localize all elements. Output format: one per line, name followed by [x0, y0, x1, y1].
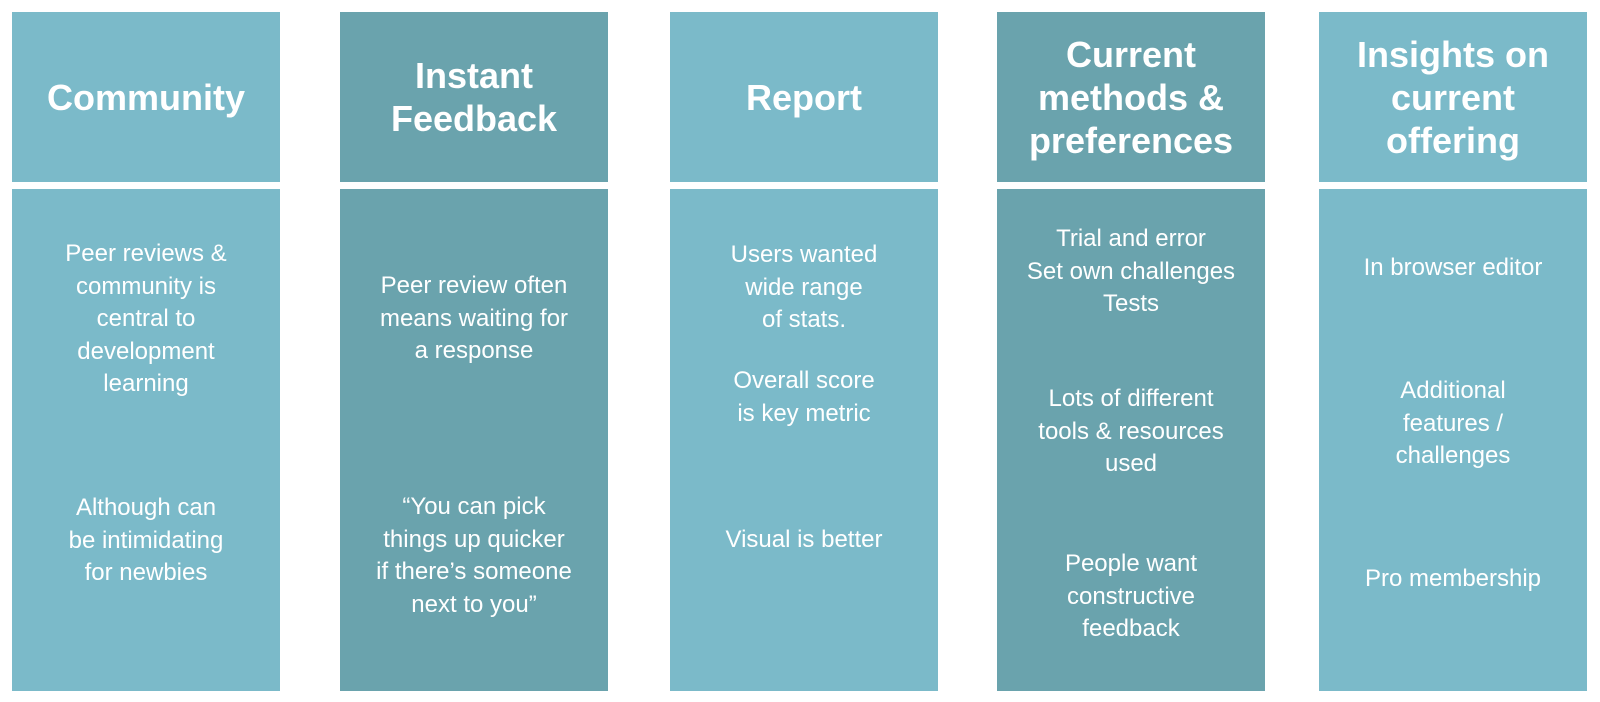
- column-header: Current methods & preferences: [997, 12, 1265, 182]
- column-title: Community: [47, 76, 245, 118]
- insight-note: Trial and error Set own challenges Tests: [1026, 225, 1236, 317]
- column-header: Instant Feedback: [340, 12, 608, 182]
- insight-note: In browser editor: [1363, 254, 1543, 281]
- insight-note: Peer reviews & community is central to d…: [65, 240, 227, 397]
- insight-note: Overall score is key metric: [733, 367, 875, 427]
- column-body: Peer review often means waiting for a re…: [340, 189, 608, 691]
- column-title: Report: [746, 76, 862, 118]
- column-body: Peer reviews & community is central to d…: [12, 189, 280, 691]
- column-header: Community: [12, 12, 280, 182]
- insight-note: Visual is better: [725, 526, 883, 553]
- column-instant-feedback: Instant Feedback Peer review often means…: [340, 0, 608, 702]
- column-insights-offering: Insights on current offering In browser …: [1319, 0, 1587, 702]
- column-header: Insights on current offering: [1319, 12, 1587, 182]
- insight-note: Peer review often means waiting for a re…: [379, 272, 569, 364]
- insight-note: Lots of different tools & resources used: [1038, 385, 1224, 477]
- insight-note: Although can be intimidating for newbies: [68, 494, 224, 586]
- column-body: In browser editor Additional features / …: [1319, 189, 1587, 691]
- column-title: Current methods & preferences: [1028, 33, 1234, 161]
- column-current-methods: Current methods & preferences Trial and …: [997, 0, 1265, 702]
- insight-note: People want constructive feedback: [1064, 550, 1198, 642]
- insight-note: Pro membership: [1364, 565, 1542, 592]
- column-community: Community Peer reviews & community is ce…: [12, 0, 280, 702]
- column-body: Trial and error Set own challenges Tests…: [997, 189, 1265, 691]
- column-header: Report: [670, 12, 938, 182]
- insight-note: Additional features / challenges: [1395, 377, 1511, 469]
- column-report: Report Users wanted wide range of stats.…: [670, 0, 938, 702]
- insight-note: “You can pick things up quicker if there…: [376, 493, 572, 618]
- column-title: Instant Feedback: [390, 55, 558, 139]
- column-title: Insights on current offering: [1357, 33, 1549, 161]
- column-body: Users wanted wide range of stats. Overal…: [670, 189, 938, 691]
- insight-note: Users wanted wide range of stats.: [730, 241, 878, 333]
